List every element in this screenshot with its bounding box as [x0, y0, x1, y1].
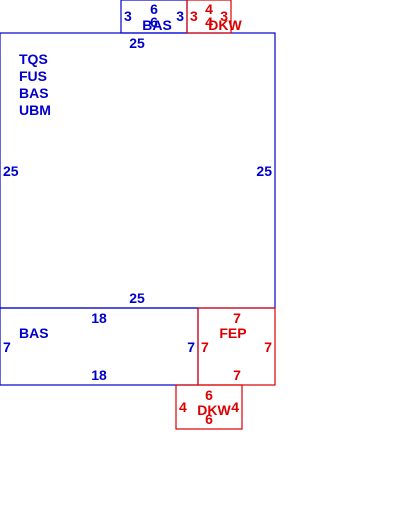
area-dkw-top-dim-top: 4 — [205, 1, 213, 17]
area-dkw-bottom-dim-top: 6 — [205, 387, 213, 403]
area-dkw-bottom-outline — [175, 384, 243, 430]
area-fep-dim-bottom: 7 — [233, 367, 241, 383]
area-bas-top-dim-right: 3 — [176, 8, 184, 24]
area-main-dim-right: 25 — [256, 163, 272, 179]
area-dkw-bottom: DKW 6 6 4 4 — [175, 384, 243, 430]
area-main-label-2: FUS — [19, 68, 47, 84]
area-bas-top-label: BAS — [142, 17, 172, 33]
area-bas-bottom-dim-top: 18 — [91, 310, 107, 326]
area-main-label-3: BAS — [19, 85, 49, 101]
area-main-dim-top: 25 — [129, 35, 145, 51]
area-main: TQS FUS BAS UBM 25 25 25 25 — [0, 32, 276, 309]
area-dkw-bottom-dim-bottom: 6 — [205, 411, 213, 427]
area-fep-dim-top: 7 — [233, 310, 241, 326]
area-main-label-1: TQS — [19, 51, 48, 67]
area-bas-bottom: BAS 18 18 7 7 — [0, 307, 199, 386]
area-bas-bottom-dim-right: 7 — [187, 339, 195, 355]
area-dkw-top-dim-left: 3 — [190, 8, 198, 24]
area-fep-dim-right: 7 — [264, 339, 272, 355]
area-dkw-top-outline — [186, 0, 232, 34]
area-bas-top-dim-bottom: 6 — [150, 14, 158, 30]
area-bas-bottom-label: BAS — [19, 325, 49, 341]
area-dkw-top-dim-bottom: 4 — [205, 14, 213, 30]
area-dkw-bottom-dim-right: 4 — [231, 399, 239, 415]
area-bas-top-dim-left: 3 — [124, 8, 132, 24]
area-dkw-top-label: DKW — [208, 17, 242, 33]
area-fep-label: FEP — [219, 325, 246, 341]
area-main-dim-bottom: 25 — [129, 290, 145, 306]
area-dkw-top-dim-right: 3 — [220, 8, 228, 24]
area-dkw-bottom-dim-left: 4 — [179, 399, 187, 415]
area-bas-top-dim-top: 6 — [150, 1, 158, 17]
area-dkw-top: DKW 4 4 3 3 — [186, 0, 243, 34]
area-dkw-bottom-label: DKW — [197, 402, 231, 418]
area-main-dim-left: 25 — [3, 163, 19, 179]
area-fep-dim-left: 7 — [201, 339, 209, 355]
area-bas-bottom-dim-left: 7 — [3, 339, 11, 355]
area-bas-bottom-dim-bottom: 18 — [91, 367, 107, 383]
area-main-label-4: UBM — [19, 102, 51, 118]
